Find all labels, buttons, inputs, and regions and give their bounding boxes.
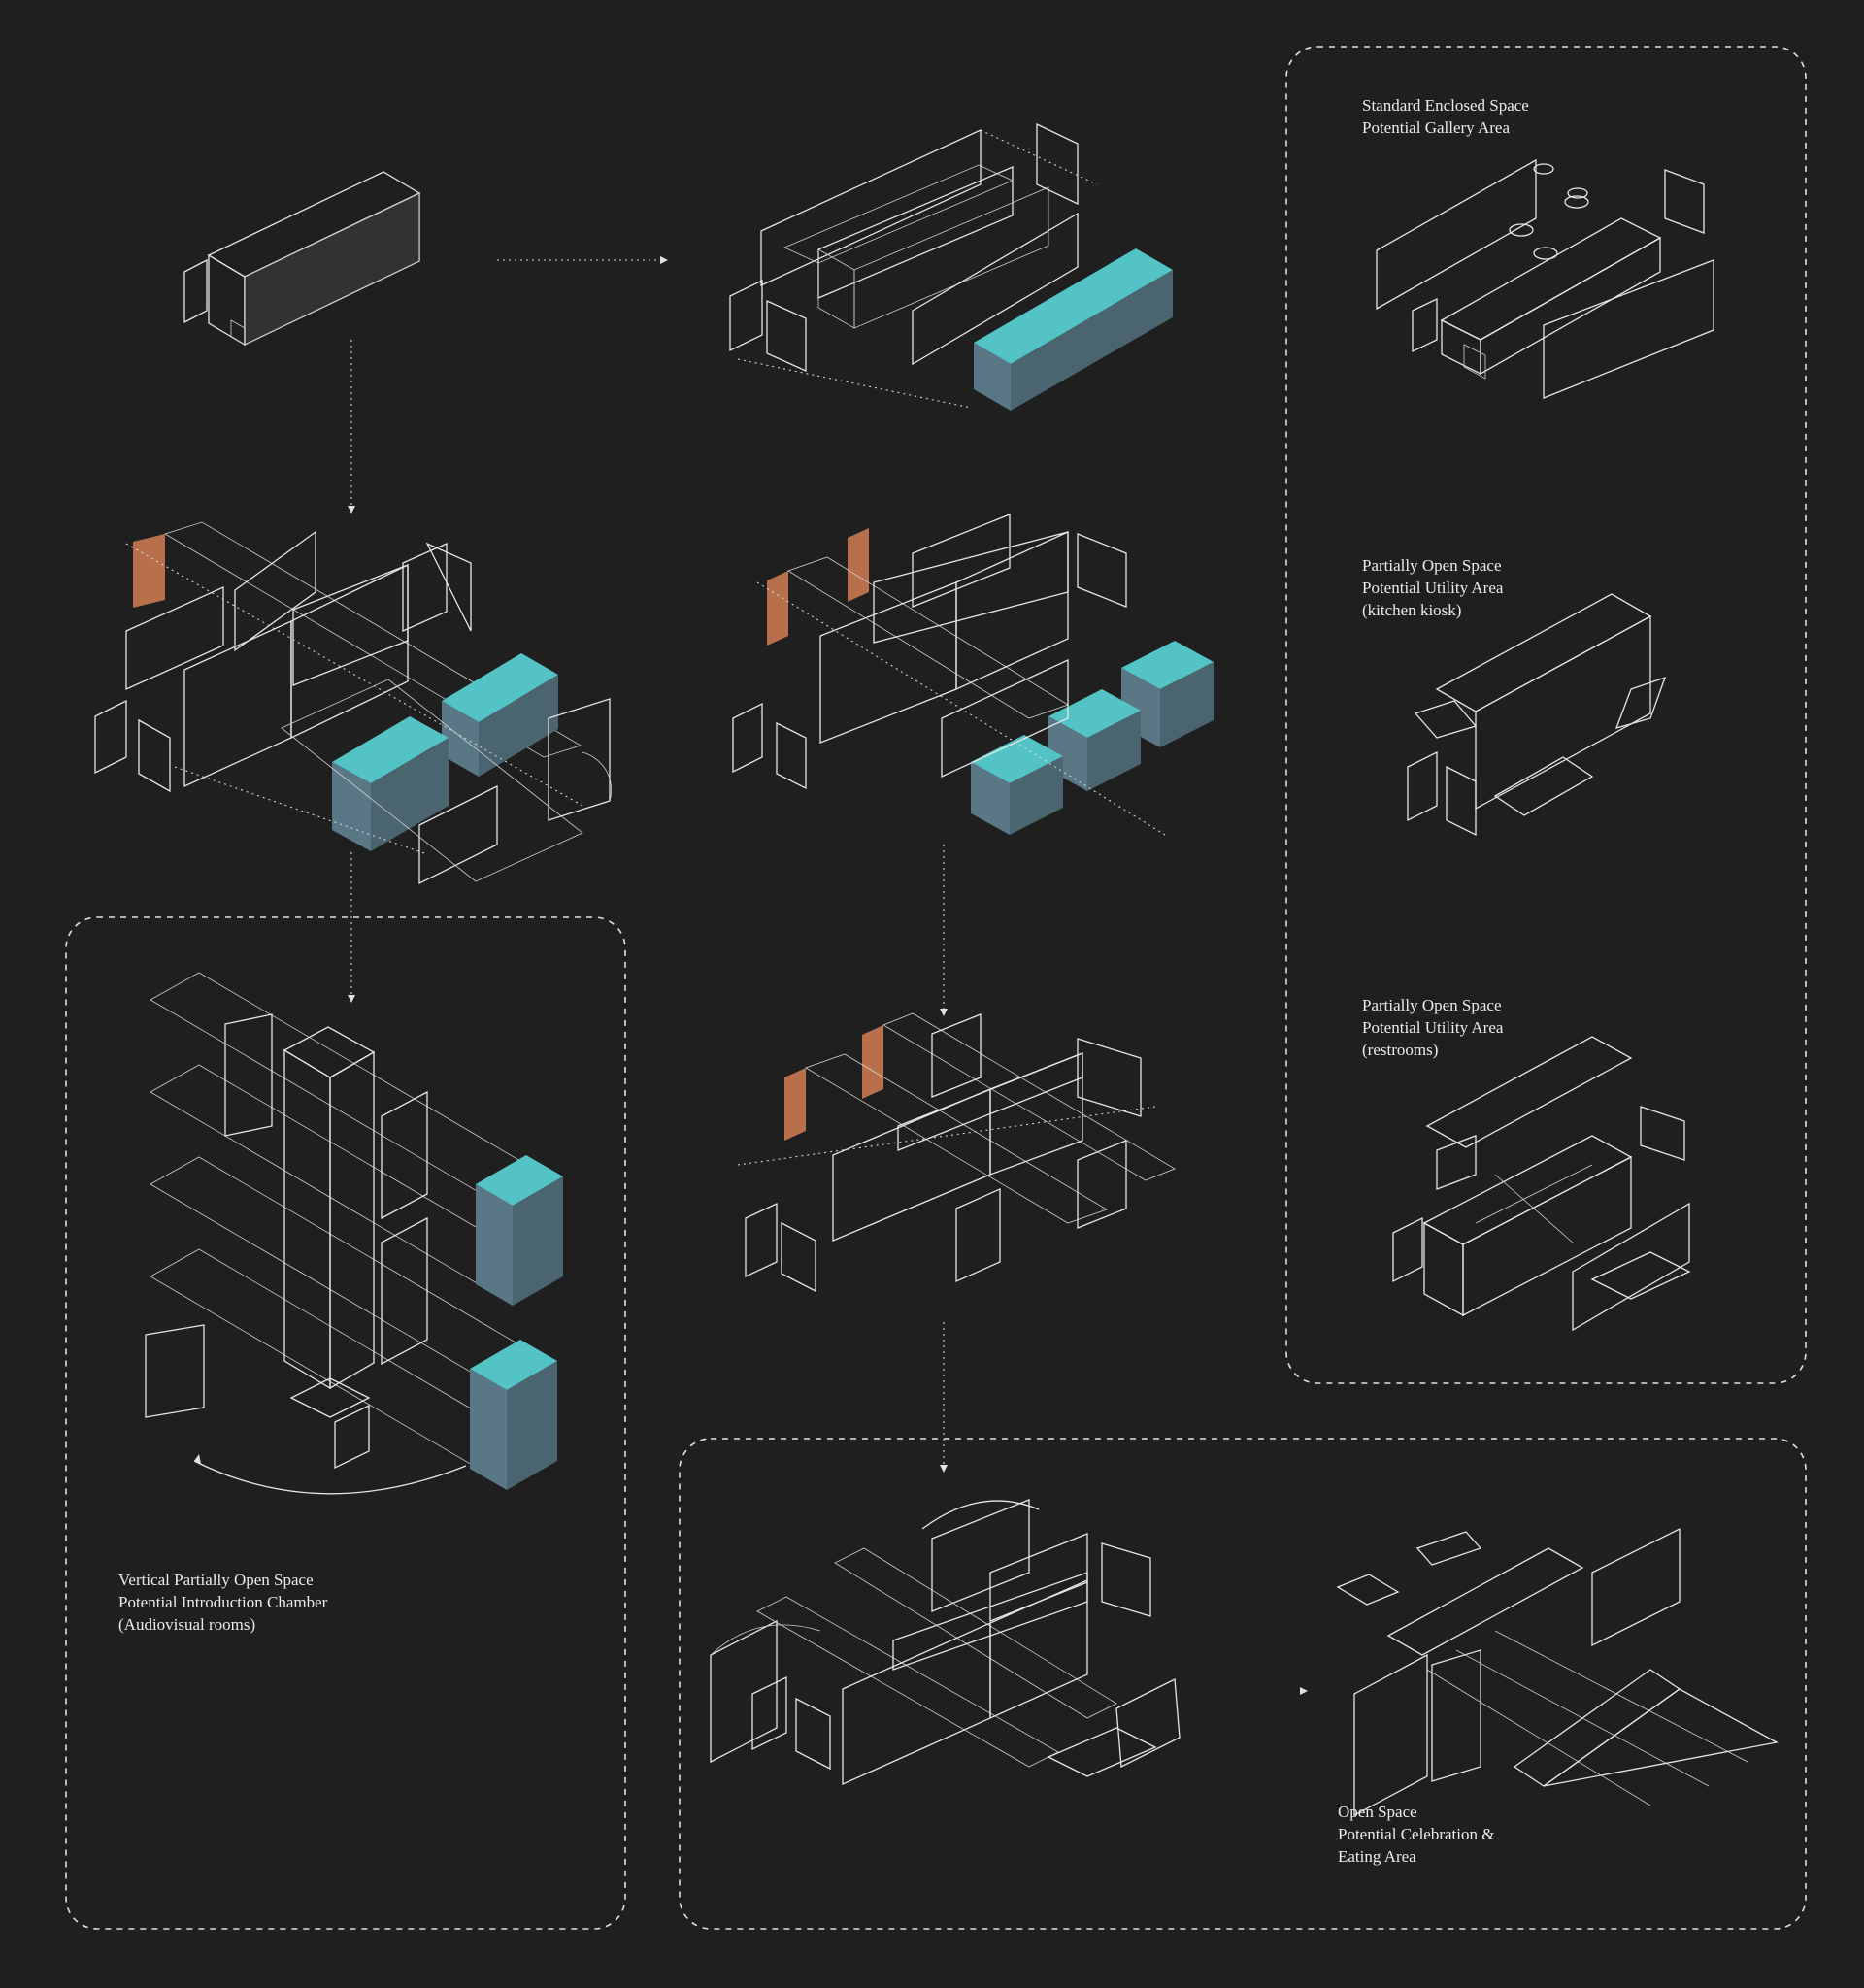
label-celebration-line-3: Eating Area: [1338, 1847, 1416, 1866]
label-restrooms: Partially Open Space Potential Utility A…: [1362, 994, 1503, 1061]
flow-arrows: [348, 256, 1308, 1695]
label-intro: Vertical Partially Open Space Potential …: [118, 1569, 327, 1636]
frame-right-column: [1285, 46, 1807, 1384]
label-celebration-line-1: Open Space: [1338, 1803, 1417, 1821]
container-kiosk: [1407, 593, 1667, 837]
label-celebration-line-2: Potential Celebration &: [1338, 1825, 1495, 1843]
assembly-open-celebration: [1336, 1527, 1779, 1817]
label-restrooms-line-1: Partially Open Space: [1362, 996, 1502, 1014]
label-kiosk-line-3: (kitchen kiosk): [1362, 601, 1462, 619]
container-intact: [183, 171, 421, 347]
label-intro-line-3: (Audiovisual rooms): [118, 1615, 256, 1634]
assembly-open-center: [732, 514, 1214, 836]
assembly-vertical: [145, 972, 563, 1495]
label-gallery: Standard Enclosed Space Potential Galler…: [1362, 94, 1529, 139]
container-gallery: [1376, 158, 1714, 399]
label-intro-line-2: Potential Introduction Chamber: [118, 1593, 328, 1611]
label-intro-line-1: Vertical Partially Open Space: [118, 1571, 314, 1589]
label-celebration: Open Space Potential Celebration & Eatin…: [1338, 1801, 1494, 1868]
assembly-open-left: [94, 521, 613, 885]
frame-right-bottom: [679, 1438, 1807, 1930]
assembly-celebration: [710, 1499, 1181, 1786]
frame-left-bottom: [65, 916, 626, 1930]
label-kiosk-line-2: Potential Utility Area: [1362, 579, 1504, 597]
label-restrooms-line-3: (restrooms): [1362, 1041, 1439, 1059]
assembly-stacked-center: [737, 1012, 1176, 1293]
label-kiosk: Partially Open Space Potential Utility A…: [1362, 554, 1503, 621]
label-gallery-line-2: Potential Gallery Area: [1362, 118, 1511, 137]
container-exploded-volume: [729, 122, 1173, 411]
label-restrooms-line-2: Potential Utility Area: [1362, 1018, 1504, 1037]
container-restrooms: [1392, 1036, 1691, 1332]
label-gallery-line-1: Standard Enclosed Space: [1362, 96, 1529, 115]
label-kiosk-line-1: Partially Open Space: [1362, 556, 1502, 575]
